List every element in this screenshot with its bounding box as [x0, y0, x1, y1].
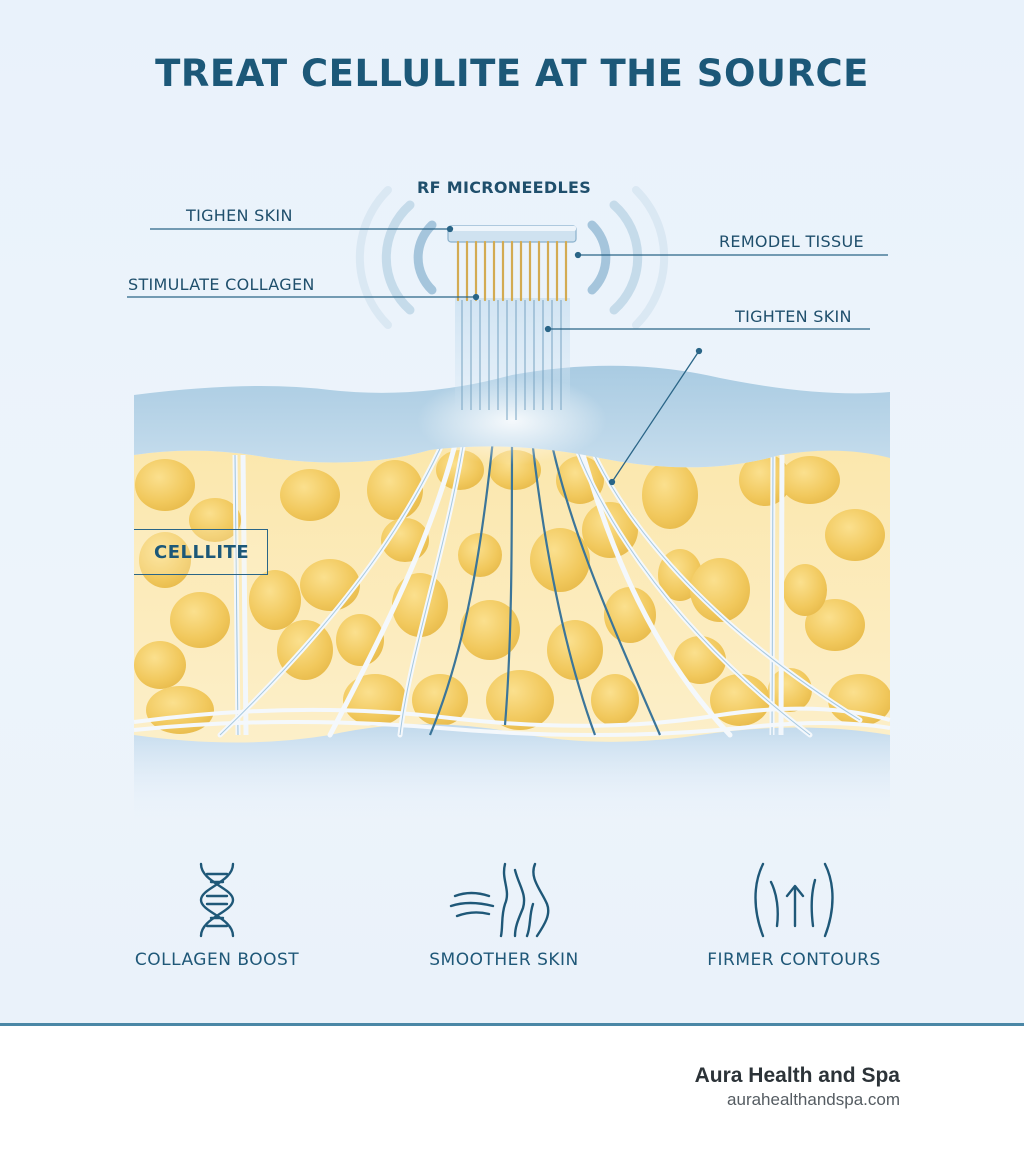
contour-arrow-icon: [674, 860, 914, 940]
rf-waves-right: [587, 186, 669, 329]
benefit-label: COLLAGEN BOOST: [134, 950, 300, 970]
brand-url: aurahealthandspa.com: [727, 1090, 900, 1109]
benefit-firmer-contours: FIRMER CONTOURS: [674, 860, 914, 970]
callout-tighten-skin: TIGHTEN SKIN: [735, 307, 852, 326]
brand-block: Aura Health and Spa aurahealthandspa.com: [695, 1064, 900, 1110]
skin-cross-section-diagram: [127, 186, 891, 820]
callout-remodel-tissue: REMODEL TISSUE: [719, 232, 864, 251]
rf-beam: [455, 298, 570, 428]
dna-icon: [97, 860, 337, 940]
benefit-smoother-skin: SMOOTHER SKIN: [384, 860, 624, 970]
rf-microneedle-device: [447, 225, 577, 302]
page-title: TREAT CELLULITE AT THE SOURCE: [155, 52, 869, 95]
footer-divider: [0, 1023, 1024, 1026]
callout-leaders: [127, 225, 888, 486]
callout-tighen-skin: TIGHEN SKIN: [186, 206, 293, 225]
benefit-label: FIRMER CONTOURS: [707, 950, 881, 970]
benefit-label: SMOOTHER SKIN: [429, 950, 579, 970]
rf-waves-left: [355, 186, 437, 329]
callout-stimulate-collagen: STIMULATE COLLAGEN: [128, 275, 315, 294]
legs-icon: [384, 860, 624, 940]
beam-lines: [461, 300, 562, 420]
cellulite-label: CELLLITE: [154, 541, 250, 563]
benefit-collagen-boost: COLLAGEN BOOST: [97, 860, 337, 970]
connective-bands: [133, 706, 891, 737]
callout-rf-microneedles: RF MICRONEEDLES: [417, 178, 592, 197]
cellulite-label-box: CELLLITE: [134, 529, 268, 575]
brand-name: Aura Health and Spa: [694, 1064, 900, 1087]
